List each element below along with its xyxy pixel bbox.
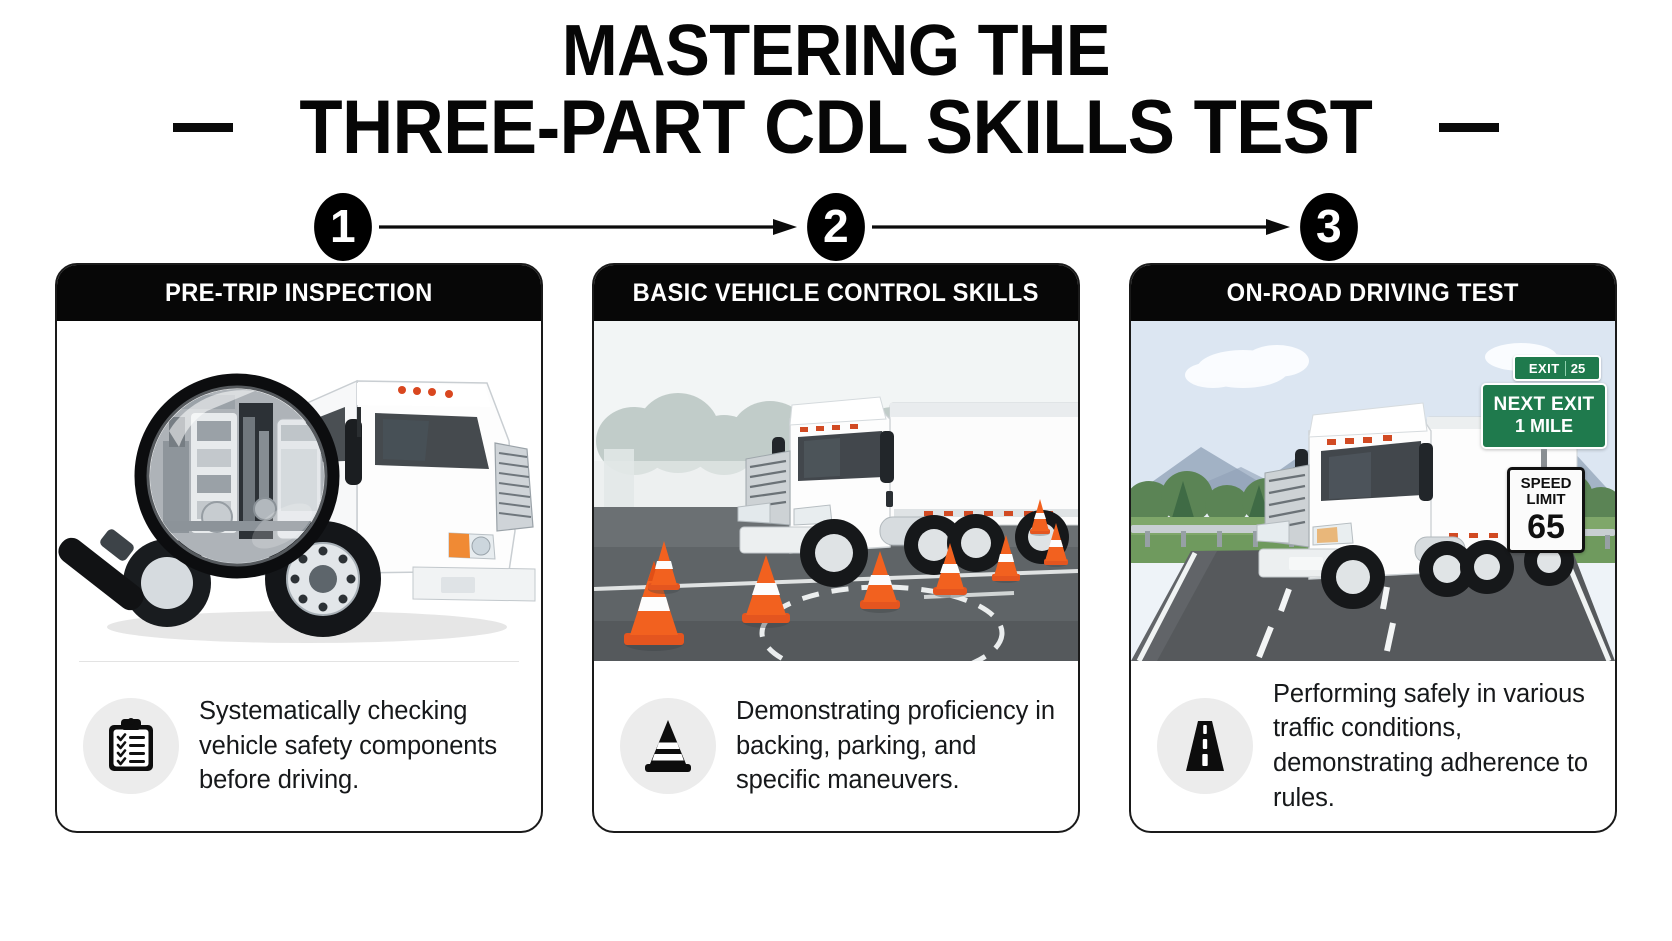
card-divider-1 [79, 661, 519, 662]
step-marker-2: 2 [807, 193, 865, 261]
icon-badge-2 [620, 698, 716, 794]
card-pre-trip-inspection[interactable]: PRE-TRIP INSPECTION [55, 263, 543, 833]
card-body-2: Demonstrating proficiency in backing, pa… [594, 661, 1078, 831]
card-on-road-driving-test[interactable]: ON-ROAD DRIVING TEST [1129, 263, 1617, 833]
traffic-cone-icon [645, 720, 691, 772]
card-body-3: Performing safely in various traffic con… [1131, 661, 1615, 831]
card-description-3: Performing safely in various traffic con… [1273, 679, 1588, 812]
next-exit-line-1: NEXT EXIT [1493, 394, 1595, 416]
card-header-3: ON-ROAD DRIVING TEST [1131, 265, 1615, 321]
sign-post [1541, 449, 1547, 467]
speed-limit-word-1: SPEED [1520, 475, 1572, 493]
title-rule-left [173, 122, 234, 132]
title-rule-right [1438, 122, 1499, 132]
card-row: PRE-TRIP INSPECTION [55, 263, 1617, 833]
photo-on-road-driving: EXIT 25 NEXT EXIT 1 MILE SPEED LIMIT 65 [1131, 321, 1615, 661]
next-exit-sign: NEXT EXIT 1 MILE [1481, 383, 1607, 449]
card-description-2: Demonstrating proficiency in backing, pa… [736, 696, 1055, 795]
exit-number: 25 [1564, 360, 1585, 376]
truck-magnifier-illustration [58, 373, 536, 643]
title-line-2: THREE-PART CDL SKILLS TEST [299, 84, 1373, 170]
step-marker-1: 1 [314, 193, 372, 261]
step-arrow-1-to-2 [379, 219, 797, 235]
step-marker-row: 1 2 3 [0, 187, 1672, 267]
page-title: MASTERING THE THREE-PART CDL SKILLS TEST [0, 0, 1672, 170]
speed-limit-sign: SPEED LIMIT 65 [1507, 467, 1585, 553]
speed-limit-word-2: LIMIT [1526, 491, 1566, 508]
card-title-2: BASIC VEHICLE CONTROL SKILLS [632, 278, 1040, 307]
cone-course-illustration [594, 321, 1078, 661]
card-description-1: Systematically checking vehicle safety c… [199, 696, 497, 795]
speed-limit-value: 65 [1527, 507, 1565, 546]
step-number-3: 3 [1316, 199, 1342, 252]
road-sign-cluster: EXIT 25 NEXT EXIT 1 MILE SPEED LIMIT 65 [1481, 355, 1609, 553]
next-exit-line-2: 1 MILE [1514, 416, 1573, 437]
step-marker-3: 3 [1300, 193, 1358, 261]
icon-badge-3 [1157, 698, 1253, 794]
card-basic-vehicle-control-skills[interactable]: BASIC VEHICLE CONTROL SKILLS [592, 263, 1080, 833]
card-header-2: BASIC VEHICLE CONTROL SKILLS [594, 265, 1078, 321]
road-icon [1186, 721, 1224, 771]
exit-label: EXIT [1528, 360, 1560, 376]
card-title-1: PRE-TRIP INSPECTION [165, 278, 433, 307]
cone-group [624, 499, 1068, 651]
step-arrow-2-to-3 [872, 219, 1290, 235]
card-body-1: Systematically checking vehicle safety c… [57, 661, 541, 831]
card-header-1: PRE-TRIP INSPECTION [57, 265, 541, 321]
photo-pre-trip-inspection [57, 321, 541, 661]
icon-badge-1 [83, 698, 179, 794]
card-title-3: ON-ROAD DRIVING TEST [1226, 278, 1520, 307]
title-line-1: MASTERING THE [561, 11, 1111, 91]
step-number-1: 1 [330, 199, 356, 252]
step-number-2: 2 [823, 199, 849, 252]
photo-basic-vehicle-control [594, 321, 1078, 661]
clipboard-checklist-icon [109, 718, 153, 771]
exit-tab-sign: EXIT 25 [1513, 355, 1601, 381]
